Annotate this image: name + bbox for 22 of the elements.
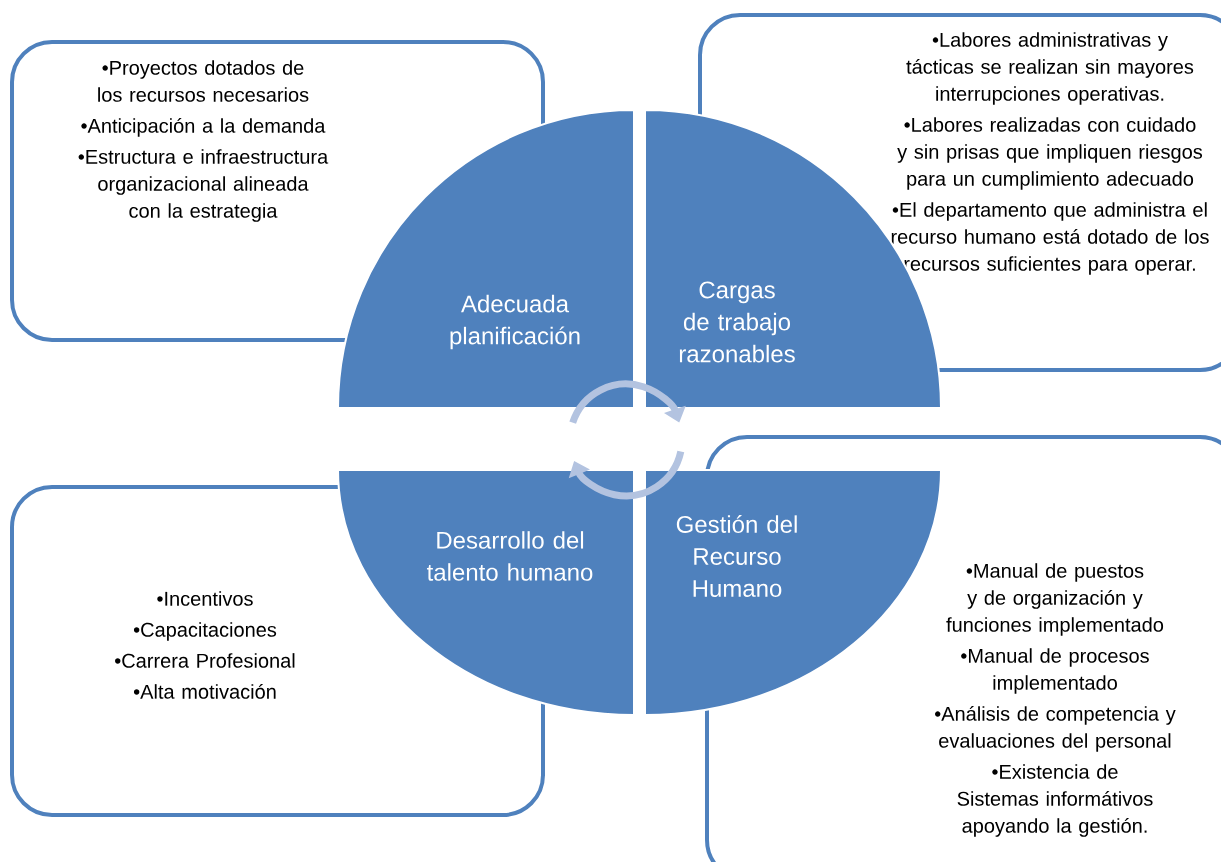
- bullet-text: •Proyectos dotados de los recursos necesarios: [98, 60, 309, 102]
- bullet-text: •El departamento que administra el recurso humano está dotado de los recursos suficientes para operar.: [891, 202, 1209, 275]
- quadrant-sector: [337, 469, 635, 716]
- cycle-arrow: [569, 380, 686, 424]
- sector-label: Cargas de trabajo razonables: [679, 281, 795, 363]
- bullet-text: •Labores realizadas con cuidado y sin prisas que impliquen riesgos para un cumplimiento adecuado: [897, 117, 1203, 190]
- cycle-arrow: [568, 450, 685, 500]
- sector-label: Adecuada planificación: [450, 294, 580, 350]
- bullet-text: •Análisis de competencia y evaluaciones del personal: [935, 705, 1176, 752]
- bullet-text: •Labores administrativas y tácticas se realizan sin mayores interrupciones operativas.: [906, 32, 1194, 105]
- sector-label: Gestión del Recurso Humano: [676, 515, 797, 597]
- bullet-text: •Anticipación a la demanda: [81, 117, 326, 137]
- bullet-text: •Existencia de Sistemas informátivos apoyando la gestión.: [957, 764, 1153, 837]
- bullet-text: •Manual de puestos y de organización y funciones implementado: [946, 563, 1164, 636]
- bullet-text: •Manual de procesos implementado: [961, 648, 1149, 694]
- bullet-text: •Estructura e infraestructura organizacional alineada con la estrategia: [78, 149, 329, 222]
- bullet-text: •Carrera Profesional: [115, 653, 295, 668]
- bullet-text: •Capacitaciones: [133, 622, 277, 641]
- sector-label: Desarrollo del talento humano: [427, 531, 593, 581]
- bullet-text: •Alta motivación: [133, 683, 276, 699]
- bullet-text: •Incentivos: [157, 591, 253, 606]
- quadrant-sector: [337, 109, 635, 409]
